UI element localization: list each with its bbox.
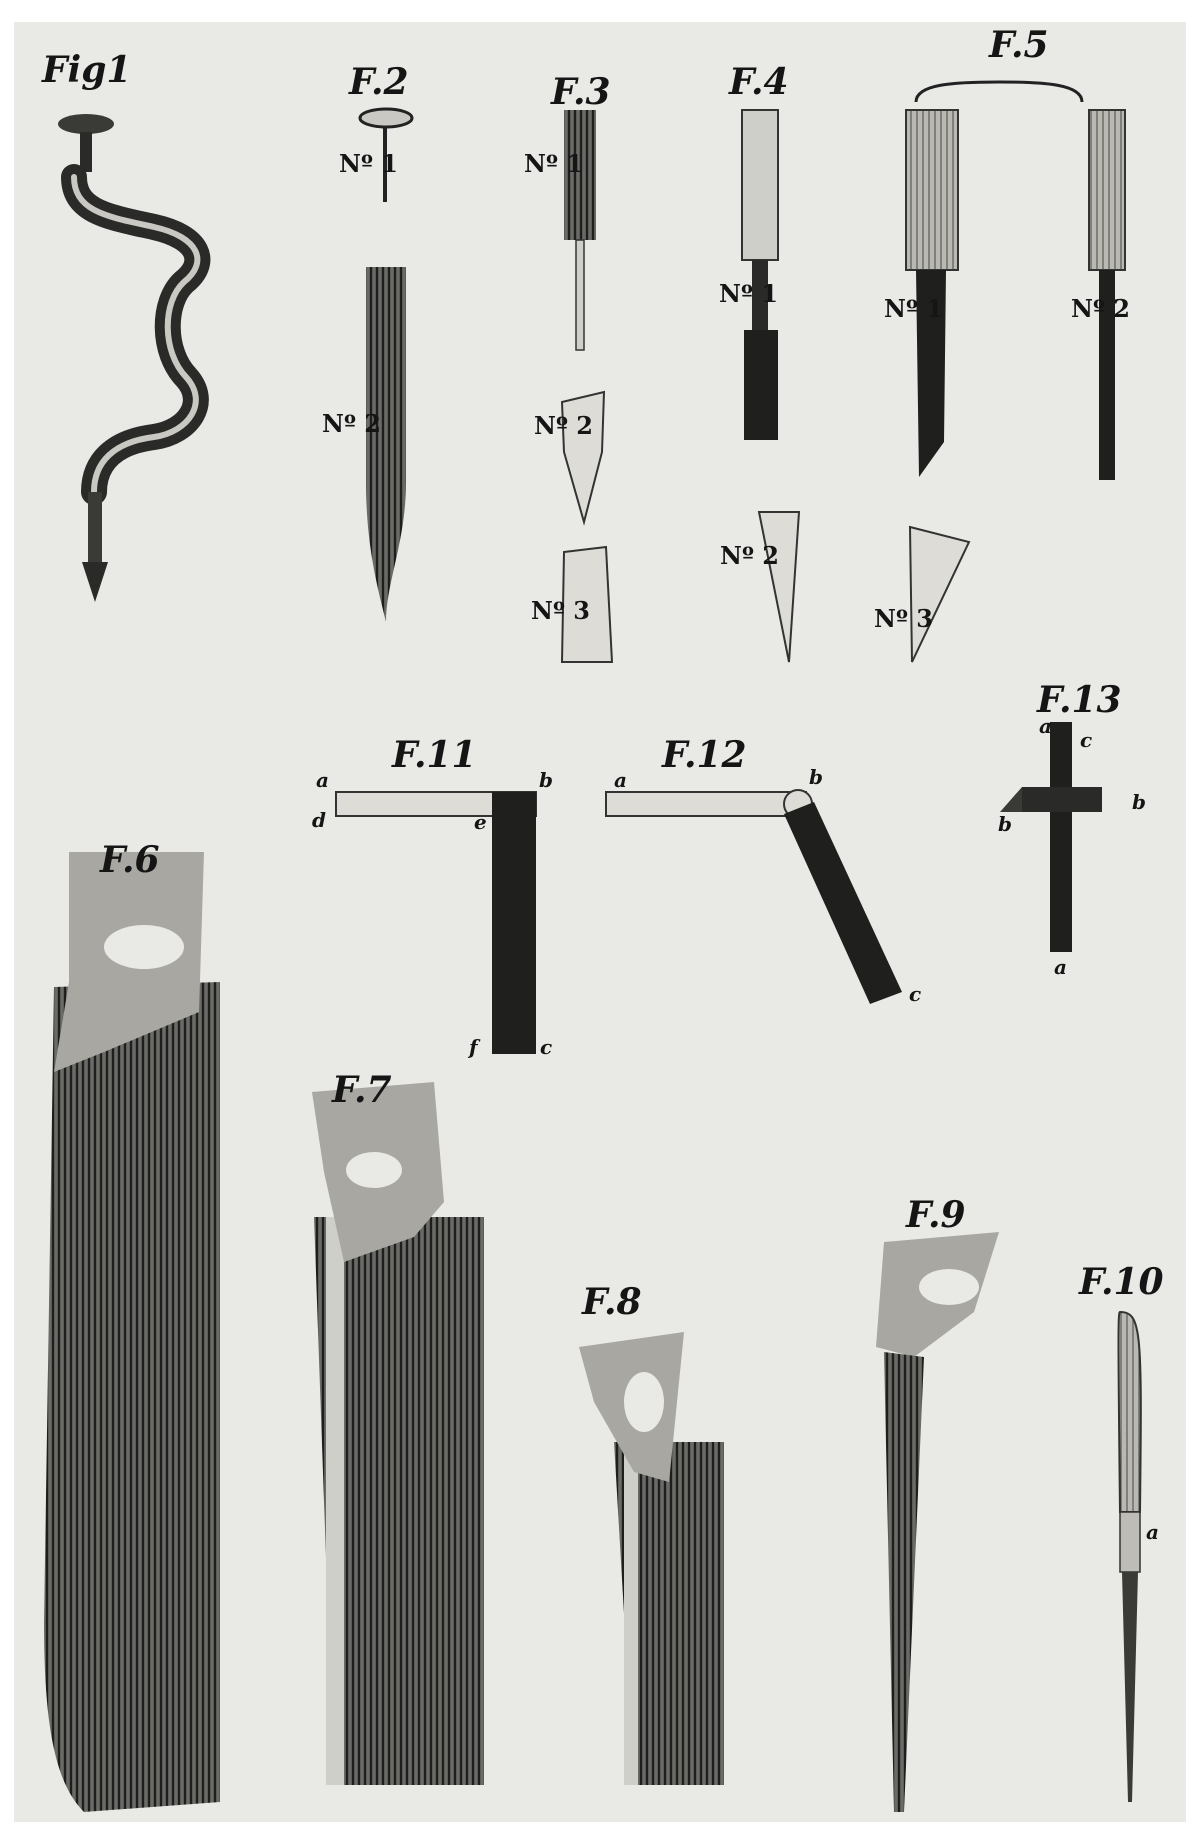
letter-a-f13-bottom: a xyxy=(1054,955,1067,979)
no2-f4: Nº 2 xyxy=(720,541,779,570)
letter-b-f11: b xyxy=(539,768,553,792)
no1-f3: Nº 1 xyxy=(524,149,583,178)
label-f12: F.12 xyxy=(662,734,747,776)
no2-f5: Nº 2 xyxy=(1071,294,1130,323)
letter-a-f13-top: a xyxy=(1039,714,1052,738)
square-drawing xyxy=(335,791,537,1054)
letter-c-f13: c xyxy=(1080,728,1093,752)
no1-f2: Nº 1 xyxy=(339,149,398,178)
letter-b-f13-left: b xyxy=(998,812,1012,836)
letter-e-f11: e xyxy=(474,810,487,834)
no3-f5: Nº 3 xyxy=(874,604,933,633)
dovetail-saw-drawing xyxy=(579,1332,724,1785)
no2-f2: Nº 2 xyxy=(322,409,381,438)
keyhole-saw-drawing xyxy=(876,1232,999,1812)
label-f5: F.5 xyxy=(989,24,1049,66)
engraving-plate: Fig1 F.2 F.3 F.4 F.5 F.6 F.7 F.8 F.9 F.1… xyxy=(14,22,1186,1822)
letter-c-f12: c xyxy=(909,982,922,1006)
no3-f3: Nº 3 xyxy=(531,596,590,625)
bevel-drawing xyxy=(605,789,902,1004)
letter-d-f11: d xyxy=(312,808,326,832)
label-f4: F.4 xyxy=(729,61,789,103)
label-f13: F.13 xyxy=(1037,679,1122,721)
no2-f3: Nº 2 xyxy=(534,411,593,440)
label-f3: F.3 xyxy=(551,71,611,113)
letter-a-f11: a xyxy=(316,768,329,792)
letter-b-f13-right: b xyxy=(1132,790,1146,814)
letter-b-f12: b xyxy=(809,765,823,789)
letter-f-f11: f xyxy=(469,1035,478,1059)
letter-c-f11: c xyxy=(540,1035,553,1059)
no1-f4: Nº 1 xyxy=(719,279,778,308)
label-f11: F.11 xyxy=(392,734,477,776)
tools-drawing xyxy=(44,80,1142,1812)
label-f9: F.9 xyxy=(906,1194,966,1236)
letter-a-f12: a xyxy=(614,768,627,792)
bit-drawings xyxy=(358,107,414,622)
label-f8: F.8 xyxy=(582,1281,642,1323)
brace-drawing xyxy=(58,114,211,602)
file-drawing xyxy=(1117,1310,1142,1802)
label-f7: F.7 xyxy=(332,1069,392,1111)
label-f10: F.10 xyxy=(1079,1261,1164,1303)
chisel-drawings xyxy=(741,109,801,663)
backsaw-drawing xyxy=(312,1082,484,1785)
gimlet-drawings xyxy=(560,110,614,663)
gauge-drawing xyxy=(1000,722,1102,952)
gouge-drawings xyxy=(905,80,1126,663)
letter-a-f10: a xyxy=(1146,1520,1159,1544)
label-fig1: Fig1 xyxy=(42,49,132,91)
label-f6: F.6 xyxy=(100,839,160,881)
handsaw-drawing xyxy=(44,852,220,1812)
label-f2: F.2 xyxy=(349,61,409,103)
no1-f5: Nº 1 xyxy=(884,294,943,323)
